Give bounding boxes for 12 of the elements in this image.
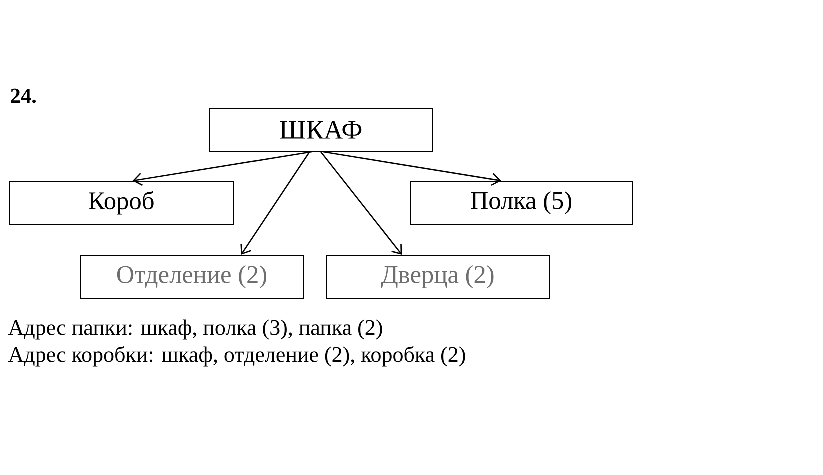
arrow	[320, 152, 402, 255]
arrow	[323, 151, 502, 186]
arrow	[240, 152, 310, 255]
task-number: 24.	[11, 88, 36, 104]
address-line: Адрес папки: шкаф, полка (3), папка (2)	[8, 320, 382, 340]
category-box: ШКАФ	[209, 108, 433, 152]
category-box: Дверца (2)	[326, 255, 550, 299]
address-line: Адрес коробки: шкаф, отделение (2), коробка (2)	[8, 346, 466, 367]
category-box: Короб	[9, 181, 234, 225]
category-box: Полка (5)	[410, 181, 633, 225]
arrow	[132, 151, 312, 186]
category-box: Отделение (2)	[80, 255, 304, 299]
